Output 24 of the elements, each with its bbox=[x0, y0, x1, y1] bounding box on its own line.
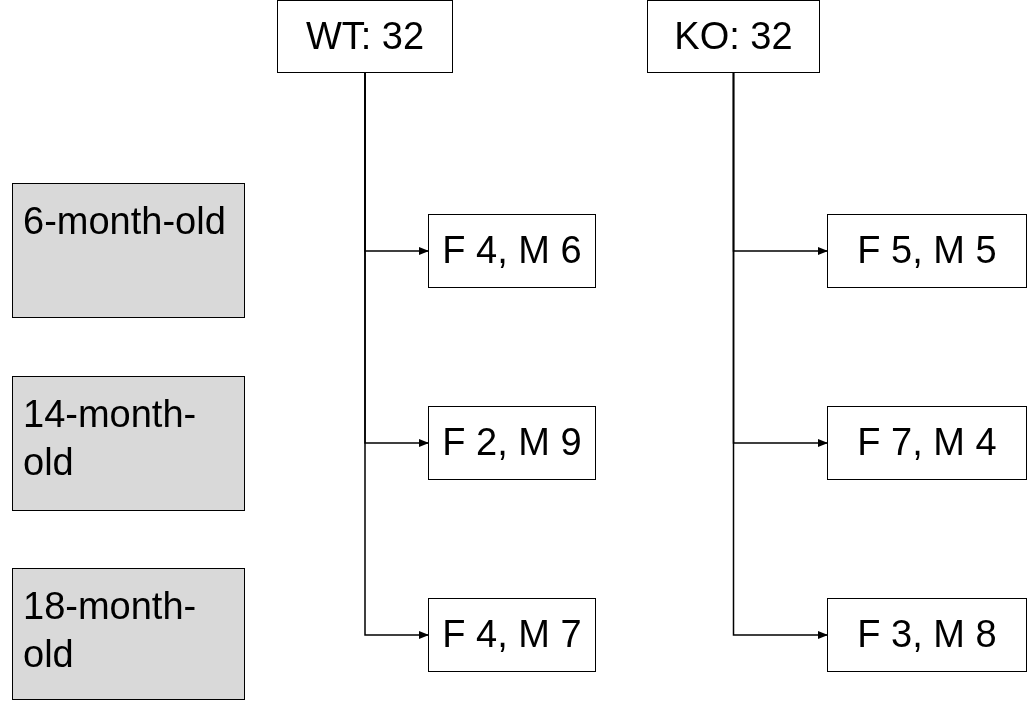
age-group-box bbox=[12, 183, 245, 318]
age-group-box bbox=[12, 568, 245, 700]
box-label: KO: 32 bbox=[674, 13, 793, 59]
count-box bbox=[428, 598, 596, 672]
count-box bbox=[827, 214, 1027, 288]
box-label: F 2, M 9 bbox=[442, 420, 582, 466]
box-label: 18-month-old bbox=[23, 584, 198, 677]
box-label: F 4, M 6 bbox=[442, 228, 582, 274]
count-box bbox=[647, 0, 820, 73]
connector-arrow bbox=[364, 72, 429, 639]
count-box bbox=[428, 214, 596, 288]
box-label: F 3, M 8 bbox=[857, 612, 997, 658]
box-label: F 4, M 7 bbox=[442, 612, 582, 658]
box-label: F 5, M 5 bbox=[857, 228, 997, 274]
box-label: F 7, M 4 bbox=[857, 420, 997, 466]
age-group-box bbox=[12, 376, 245, 511]
connector-arrow bbox=[732, 72, 828, 639]
box-label: 14-month-old bbox=[23, 392, 198, 485]
count-box bbox=[277, 0, 453, 73]
box-label: WT: 32 bbox=[305, 13, 425, 59]
count-box bbox=[827, 406, 1027, 480]
box-label: 6-month-old bbox=[23, 199, 226, 244]
count-box bbox=[428, 406, 596, 480]
count-box bbox=[827, 598, 1027, 672]
